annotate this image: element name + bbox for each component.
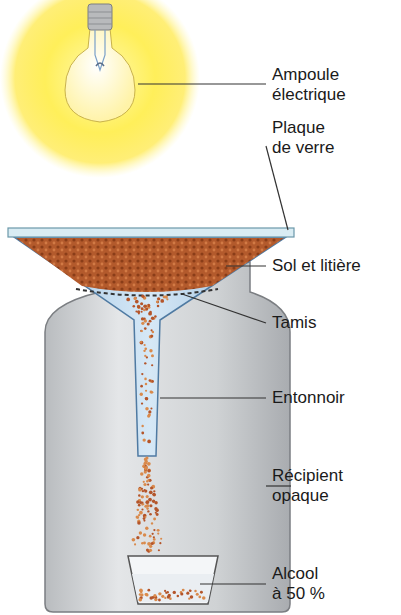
part-label: Tamis	[272, 313, 392, 333]
part-label: Récipient opaque	[272, 466, 356, 506]
part-label: Sol et litière	[272, 256, 397, 276]
part-label: Ampoule électrique	[272, 65, 356, 105]
part-label: Entonnoir	[272, 388, 392, 408]
part-label: Plaque de verre	[272, 118, 342, 158]
part-label: Alcool à 50 %	[272, 564, 330, 604]
